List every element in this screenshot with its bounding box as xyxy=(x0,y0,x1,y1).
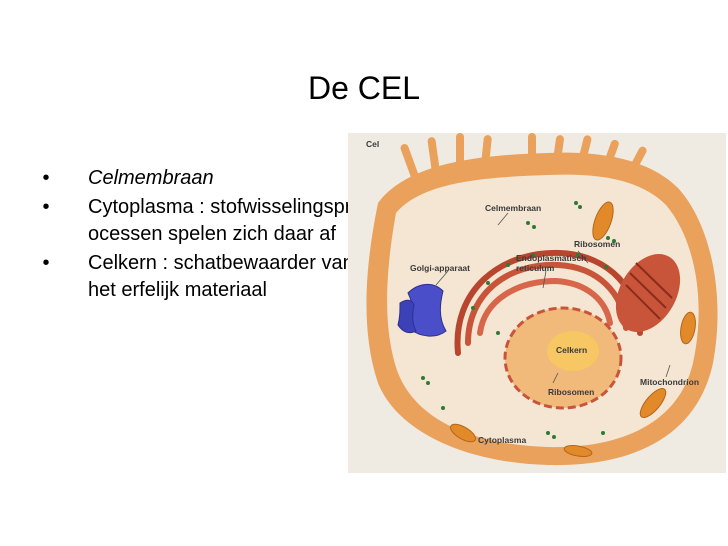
label-mitochondrion: Mitochondrion xyxy=(640,377,699,387)
cytoplasm-ribosome-dots xyxy=(421,201,616,439)
label-er-line2: reticulum xyxy=(516,263,555,273)
label-leader-lines xyxy=(435,212,671,384)
bullet-icon: • xyxy=(42,196,50,218)
cell-diagram-image: Cel Celmembraan Ribosomen Golgi-apparaat… xyxy=(348,133,726,473)
cell-diagram-svg: Cel Celmembraan Ribosomen Golgi-apparaat… xyxy=(366,133,718,466)
label-golgi: Golgi-apparaat xyxy=(410,263,470,273)
label-er-line1: Endoplasmatisch xyxy=(516,253,586,263)
label-celmembraan: Celmembraan xyxy=(485,203,541,213)
large-mitochondrion-shape xyxy=(615,254,681,332)
bullet-list: • Celmembraan • Cytoplasma : stofwisseli… xyxy=(36,165,356,306)
golgi-apparatus-shape xyxy=(397,284,447,337)
bullet-icon: • xyxy=(42,252,50,274)
nucleus-shape xyxy=(503,306,623,410)
label-cytoplasma: Cytoplasma xyxy=(478,435,526,445)
bullet-item-cytoplasma: • Cytoplasma : stofwisselingsprocessen s… xyxy=(36,194,356,248)
bullet-text: Cytoplasma : stofwisselingsprocessen spe… xyxy=(88,196,352,245)
bullet-item-celkern: • Celkern : schatbewaarder van het erfel… xyxy=(36,250,356,304)
mitochondria-shapes xyxy=(450,201,696,457)
bullet-text: Celmembraan xyxy=(88,167,214,189)
bullet-icon: • xyxy=(42,167,50,189)
label-ribosomen-bottom: Ribosomen xyxy=(548,387,594,397)
bullet-text: Celkern : schatbewaarder van het erfelij… xyxy=(88,252,354,301)
label-ribosomen-top: Ribosomen xyxy=(574,239,620,249)
bullet-item-celmembraan: • Celmembraan xyxy=(36,165,356,192)
slide-title: De CEL xyxy=(307,70,421,106)
corner-label: Cel xyxy=(366,139,379,149)
label-celkern: Celkern xyxy=(556,345,587,355)
